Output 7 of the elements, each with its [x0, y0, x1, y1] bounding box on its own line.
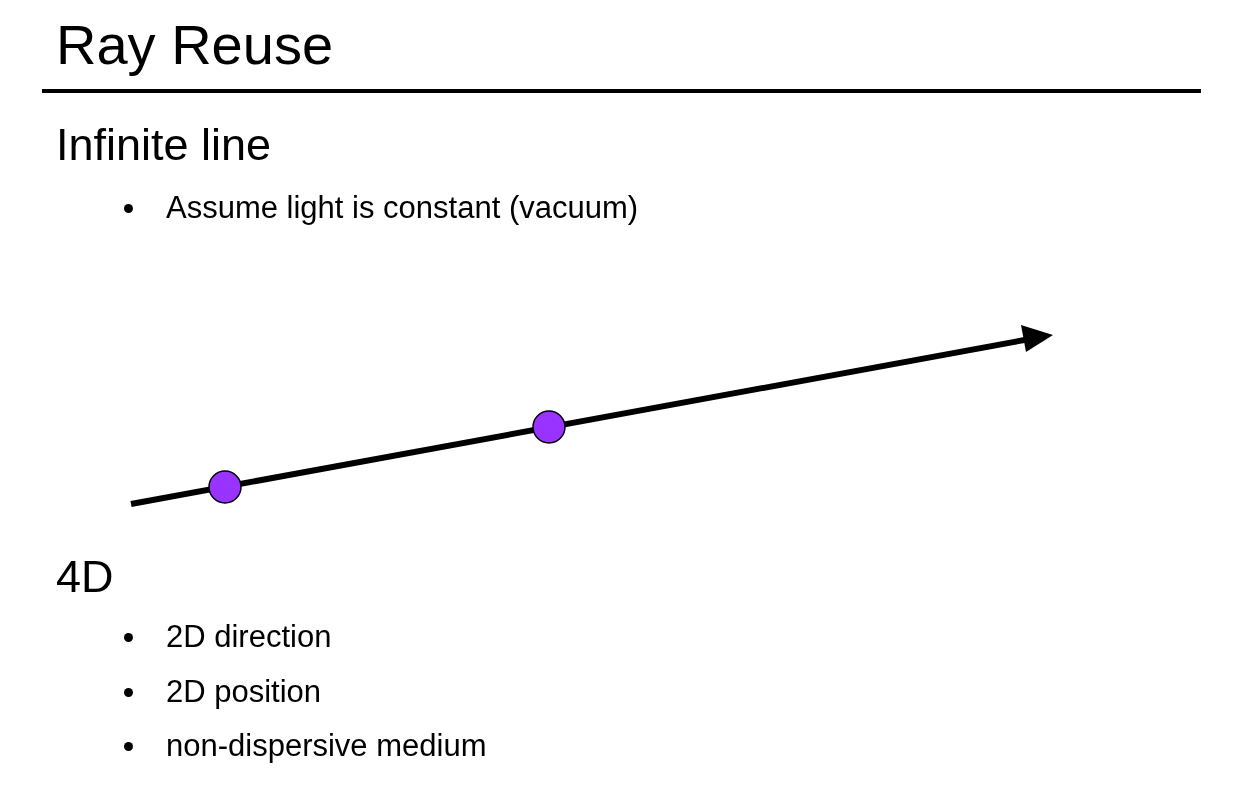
slide-title: Ray Reuse	[56, 12, 334, 78]
bullet-text: Assume light is constant (vacuum)	[166, 189, 639, 227]
section-heading: 4D	[56, 551, 114, 603]
section-heading: Infinite line	[56, 119, 272, 171]
bullet-text: 2D direction	[166, 618, 332, 656]
bullet-text: non-dispersive medium	[166, 727, 487, 765]
bullet-text: 2D position	[166, 673, 322, 711]
